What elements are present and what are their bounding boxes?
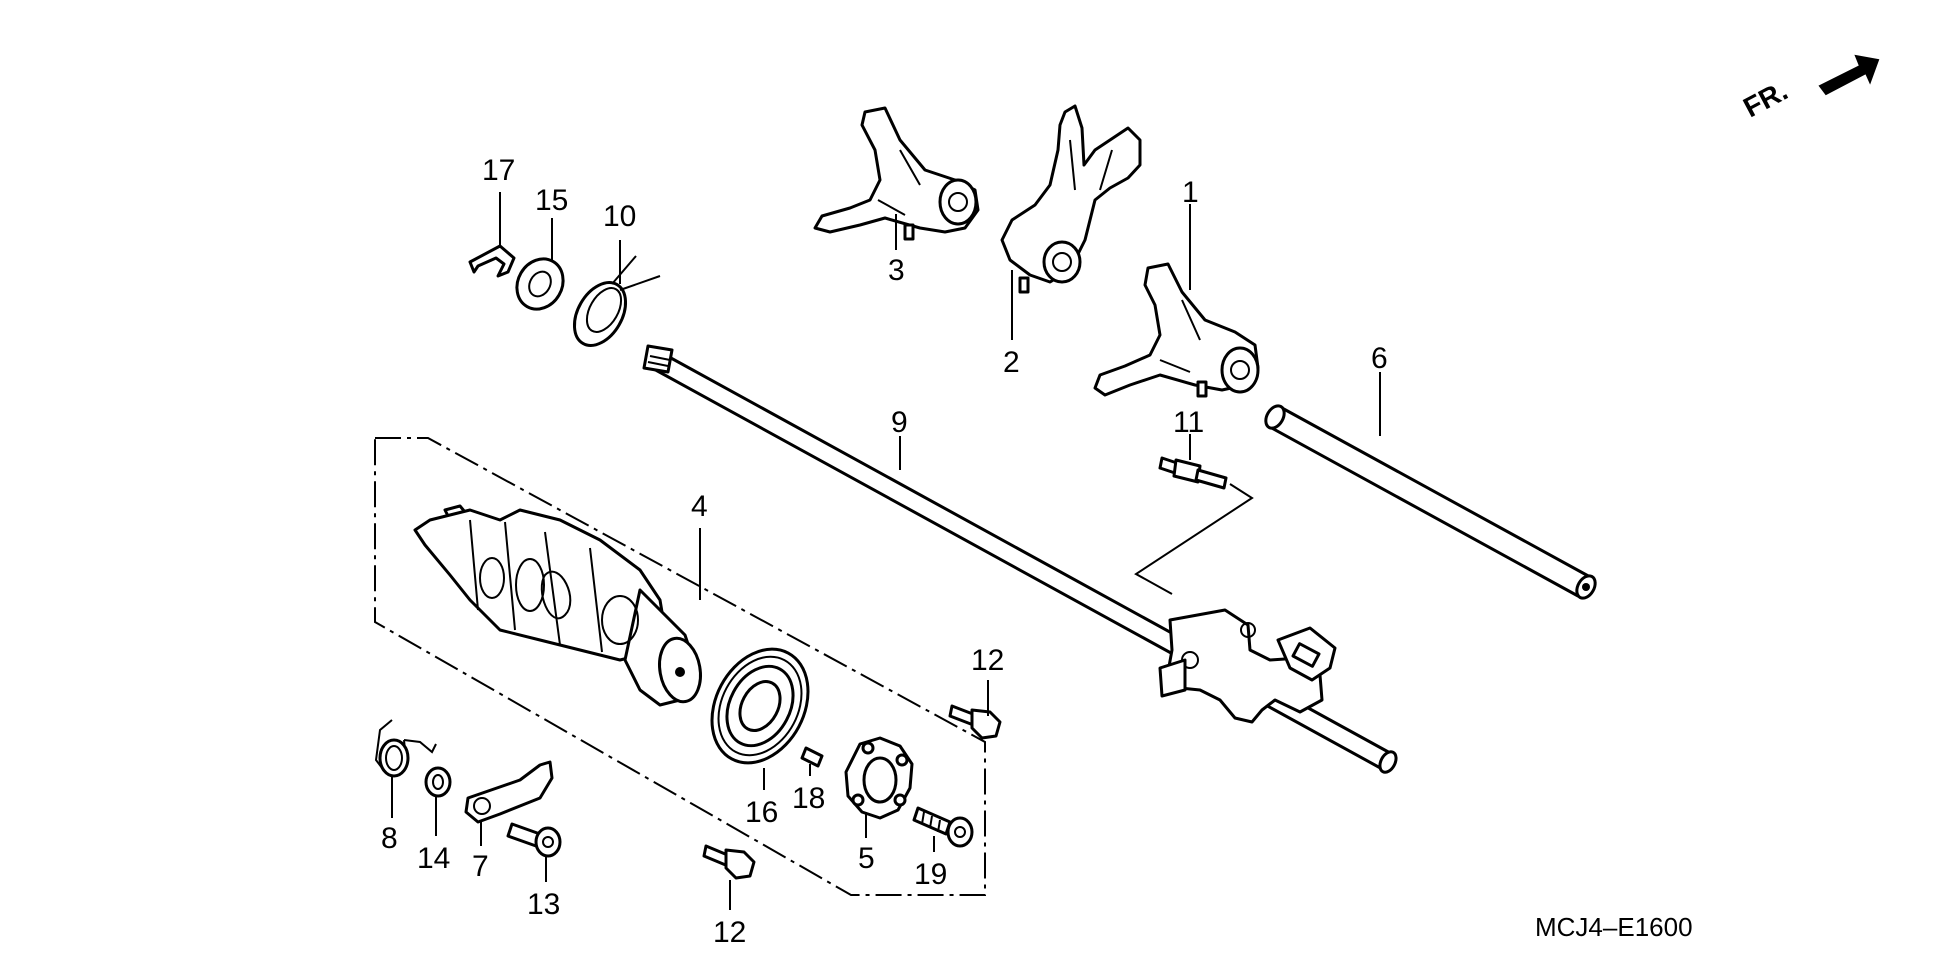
drum-assembly-outline [374, 437, 986, 896]
callout-19: 19 [914, 858, 947, 891]
stopper-arm-7 [464, 760, 554, 824]
diagram-reference-code: MCJ4–E1600 [1535, 912, 1693, 942]
shift-fork-3 [813, 106, 980, 241]
callout-17: 17 [482, 154, 515, 187]
return-spring-10 [572, 255, 661, 347]
front-direction-marker: FR. [1738, 54, 1880, 124]
dowel-pin-18 [800, 746, 824, 768]
washer-14 [424, 766, 452, 798]
callout-14: 14 [417, 842, 450, 875]
callout-3: 3 [888, 254, 905, 287]
bolt-12-lower [702, 844, 756, 880]
bolt-13 [506, 822, 562, 858]
callout-2: 2 [1003, 346, 1020, 379]
gearshift-drum-4 [413, 504, 702, 707]
callout-8: 8 [381, 822, 398, 855]
callout-11: 11 [1173, 406, 1204, 439]
front-direction-label: FR. [1738, 75, 1792, 124]
callout-4: 4 [691, 490, 708, 523]
callout-15: 15 [535, 184, 568, 217]
callout-6: 6 [1371, 342, 1388, 375]
callout-18: 18 [792, 782, 825, 815]
callout-leaders [391, 192, 1381, 910]
fork-shaft-6 [1264, 404, 1597, 600]
pin-11-install-leader [1134, 483, 1254, 595]
stopper-spring-8 [374, 719, 437, 778]
front-arrow-icon [1818, 54, 1880, 96]
washer-15 [515, 257, 565, 311]
callout-12-upper: 12 [971, 644, 1004, 677]
callout-5: 5 [858, 842, 875, 875]
callout-7: 7 [472, 850, 489, 883]
bolt-12-upper [948, 704, 1002, 740]
callout-1: 1 [1182, 176, 1199, 209]
callout-13: 13 [527, 888, 560, 921]
circlip-17 [468, 244, 516, 278]
callout-12-lower: 12 [713, 916, 746, 949]
bolt-19 [912, 806, 974, 848]
shift-fork-2 [1000, 104, 1142, 294]
bearing-16 [710, 647, 810, 765]
drum-center-5 [844, 736, 914, 820]
shift-fork-1 [1093, 262, 1260, 398]
return-spring-pin-11 [1158, 456, 1228, 490]
gearshift-spindle-9 [642, 344, 1398, 774]
callout-10: 10 [603, 200, 636, 233]
callout-16: 16 [745, 796, 778, 829]
callout-labels: 1 2 3 4 5 6 7 8 9 10 11 12 12 13 14 15 1… [381, 154, 1388, 949]
callout-9: 9 [891, 406, 908, 439]
